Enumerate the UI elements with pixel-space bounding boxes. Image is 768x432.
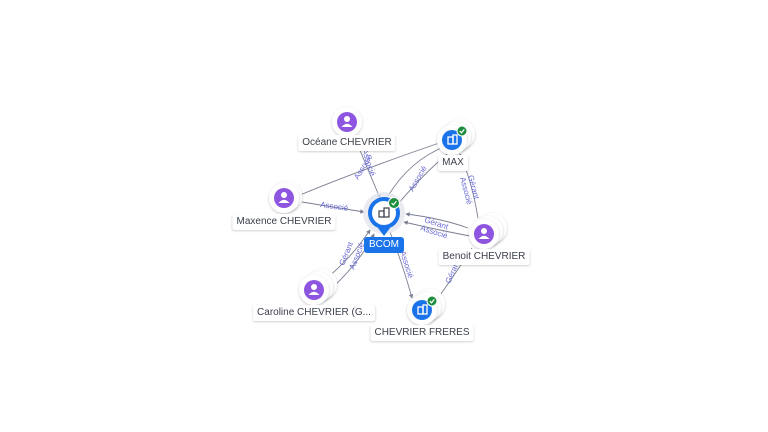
person-icon (341, 116, 353, 127)
verified-badge-icon (388, 197, 400, 209)
company-icon (417, 304, 428, 315)
node-max[interactable] (437, 119, 475, 155)
verified-badge-icon (456, 125, 468, 137)
person-icon (478, 228, 490, 239)
verified-badge-icon (426, 295, 438, 307)
node-label-benoit[interactable]: Benoit CHEVRIER (438, 249, 530, 265)
company-icon (378, 207, 390, 218)
edge-maxence-center (301, 201, 365, 214)
node-label-caroline[interactable]: Caroline CHEVRIER (G... (253, 305, 375, 321)
node-oceane[interactable] (332, 107, 362, 137)
person-icon (308, 284, 320, 295)
person-icon (278, 192, 290, 203)
edge-center-max-b (397, 149, 453, 205)
edge-benoit-center-a (405, 212, 469, 229)
node-label-freres[interactable]: CHEVRIER FRERES (370, 325, 474, 341)
edge-maxence-max (299, 139, 449, 196)
node-center-bcom[interactable] (363, 192, 405, 236)
edge-label-maxence-center: Associé (320, 200, 350, 213)
node-label-maxence[interactable]: Maxence CHEVRIER (232, 214, 336, 230)
edge-center-max-a (387, 145, 447, 197)
node-caroline[interactable] (299, 269, 337, 305)
edge-benoit-center-b (403, 220, 471, 237)
node-label-center-bcom[interactable]: BCOM (364, 237, 404, 253)
node-label-oceane[interactable]: Océane CHEVRIER (298, 135, 396, 151)
node-benoit[interactable] (469, 213, 507, 249)
edge-label-center-freres: Associé (398, 250, 415, 280)
node-maxence[interactable] (269, 181, 302, 213)
node-freres[interactable] (407, 289, 445, 325)
node-label-max[interactable]: MAX (438, 155, 468, 171)
company-icon (447, 134, 458, 145)
